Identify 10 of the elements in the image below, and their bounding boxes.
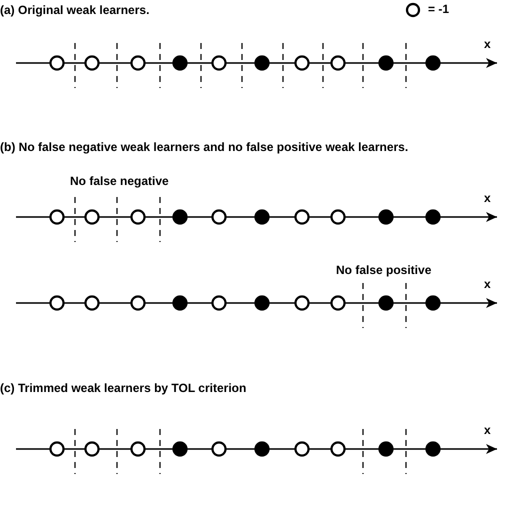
axis-label: x: [484, 37, 491, 51]
annotation-text: No false negative: [70, 174, 169, 188]
panel-heading: (c) Trimmed weak learners by TOL criterion: [0, 381, 246, 395]
axis-label: x: [484, 277, 491, 291]
axis-label: x: [484, 423, 491, 437]
legend-text: = -1: [428, 2, 450, 16]
panel-heading: (b) No false negative weak learners and no false positive weak learners.: [0, 140, 408, 154]
annotation-text: No false positive: [336, 263, 432, 277]
panel-heading: (a) Original weak learners.: [0, 3, 150, 17]
axis-label: x: [484, 191, 491, 205]
